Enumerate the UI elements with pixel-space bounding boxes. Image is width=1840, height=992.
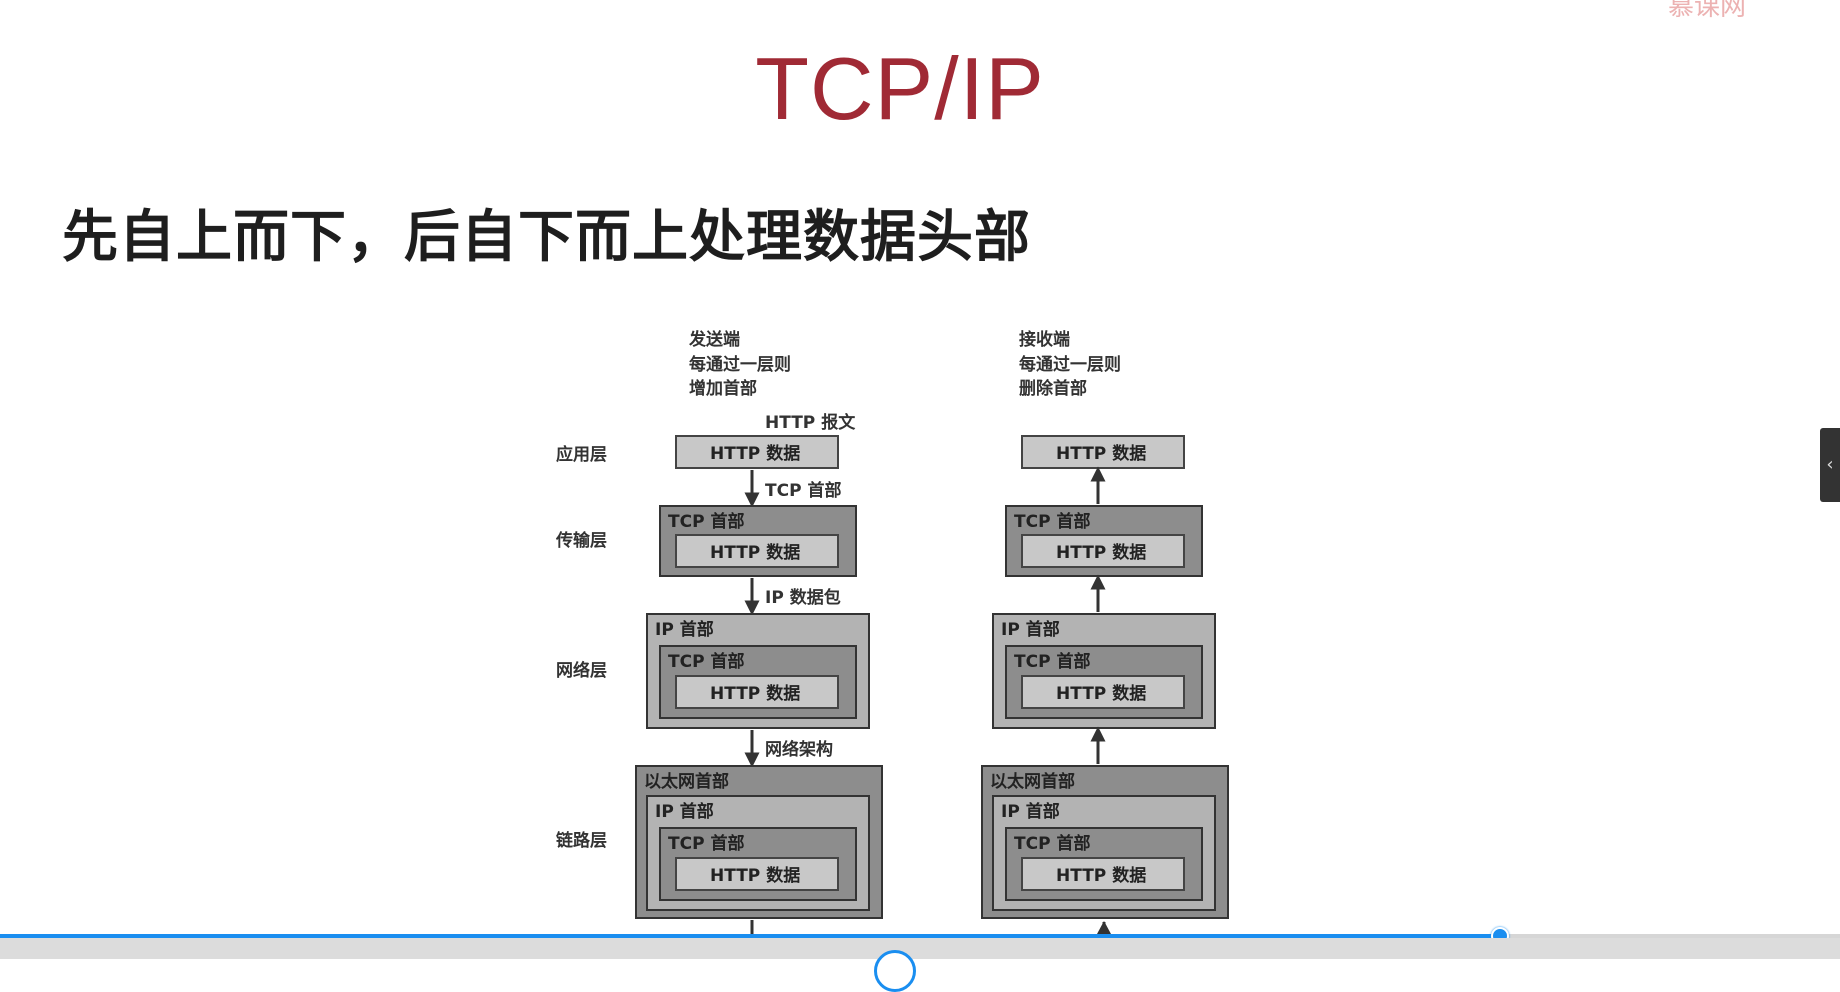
sender-transport-tcp-label: TCP 首部 [668,511,744,532]
collapse-panel-button[interactable]: ‹ [1820,428,1840,502]
sender-network-http-box [675,675,839,709]
tcp-ip-diagram: 发送端 每通过一层则 增加首部 HTTP 报文 接收端 每通过一层则 删除首部 … [555,329,1229,950]
slide-title: TCP/IP [755,39,1045,138]
receiver-transport-tcp-label: TCP 首部 [1014,511,1090,532]
layer-label-link: 链路层 [556,830,607,851]
progress-fill [0,934,1500,938]
sender-link-tcp-label: TCP 首部 [668,833,744,854]
network-frame-flow-label: 网络架构 [765,739,833,760]
play-button[interactable] [874,950,916,992]
slide-subtitle: 先自上而下，后自下而上处理数据头部 [62,205,1031,270]
receiver-transport-http-box [1021,534,1185,568]
receiver-link-tcp-label: TCP 首部 [1014,833,1090,854]
http-message-label: HTTP 报文 [765,412,856,433]
watermark-logo: 慕课网 [1668,0,1747,22]
sender-transport-http-label: HTTP 数据 [710,542,800,563]
receiver-transport-http-label: HTTP 数据 [1056,542,1146,563]
receiver-network-tcp-label: TCP 首部 [1014,651,1090,672]
receiver-link-http-box [1021,857,1185,891]
sender-app-http-box [675,435,839,469]
layer-label-transport: 传输层 [555,530,607,551]
receiver-link-ip-label: IP 首部 [1001,801,1060,822]
receiver-network-http-box [1021,675,1185,709]
receiver-link-eth-label: 以太网首部 [990,771,1075,792]
physical-link-arrowhead [1097,921,1111,934]
ip-packet-flow-label: IP 数据包 [765,587,841,608]
sender-transport-http-box [675,534,839,568]
sender-link-ip-label: IP 首部 [655,801,714,822]
layer-label-application: 应用层 [556,444,607,465]
receiver-desc-2: 删除首部 [1019,378,1087,399]
sender-title: 发送端 [688,329,740,350]
chevron-left-icon: ‹ [1826,454,1834,475]
receiver-network-ip-label: IP 首部 [1001,619,1060,640]
sender-network-ip-label: IP 首部 [655,619,714,640]
player-control-strip [0,938,1840,959]
sender-network-http-label: HTTP 数据 [710,683,800,704]
sender-desc-2: 增加首部 [689,378,757,399]
sender-app-http-label: HTTP 数据 [710,443,800,464]
sender-network-tcp-label: TCP 首部 [668,651,744,672]
receiver-app-http-label: HTTP 数据 [1056,443,1146,464]
tcp-header-flow-label: TCP 首部 [765,480,841,501]
layer-label-network: 网络层 [556,660,607,681]
receiver-network-http-label: HTTP 数据 [1056,683,1146,704]
sender-link-eth-label: 以太网首部 [644,771,729,792]
receiver-link-http-label: HTTP 数据 [1056,865,1146,886]
receiver-title: 接收端 [1019,329,1070,350]
sender-desc-1: 每通过一层则 [689,354,791,375]
sender-link-http-box [675,857,839,891]
sender-link-http-label: HTTP 数据 [710,865,800,886]
receiver-desc-1: 每通过一层则 [1019,354,1121,375]
